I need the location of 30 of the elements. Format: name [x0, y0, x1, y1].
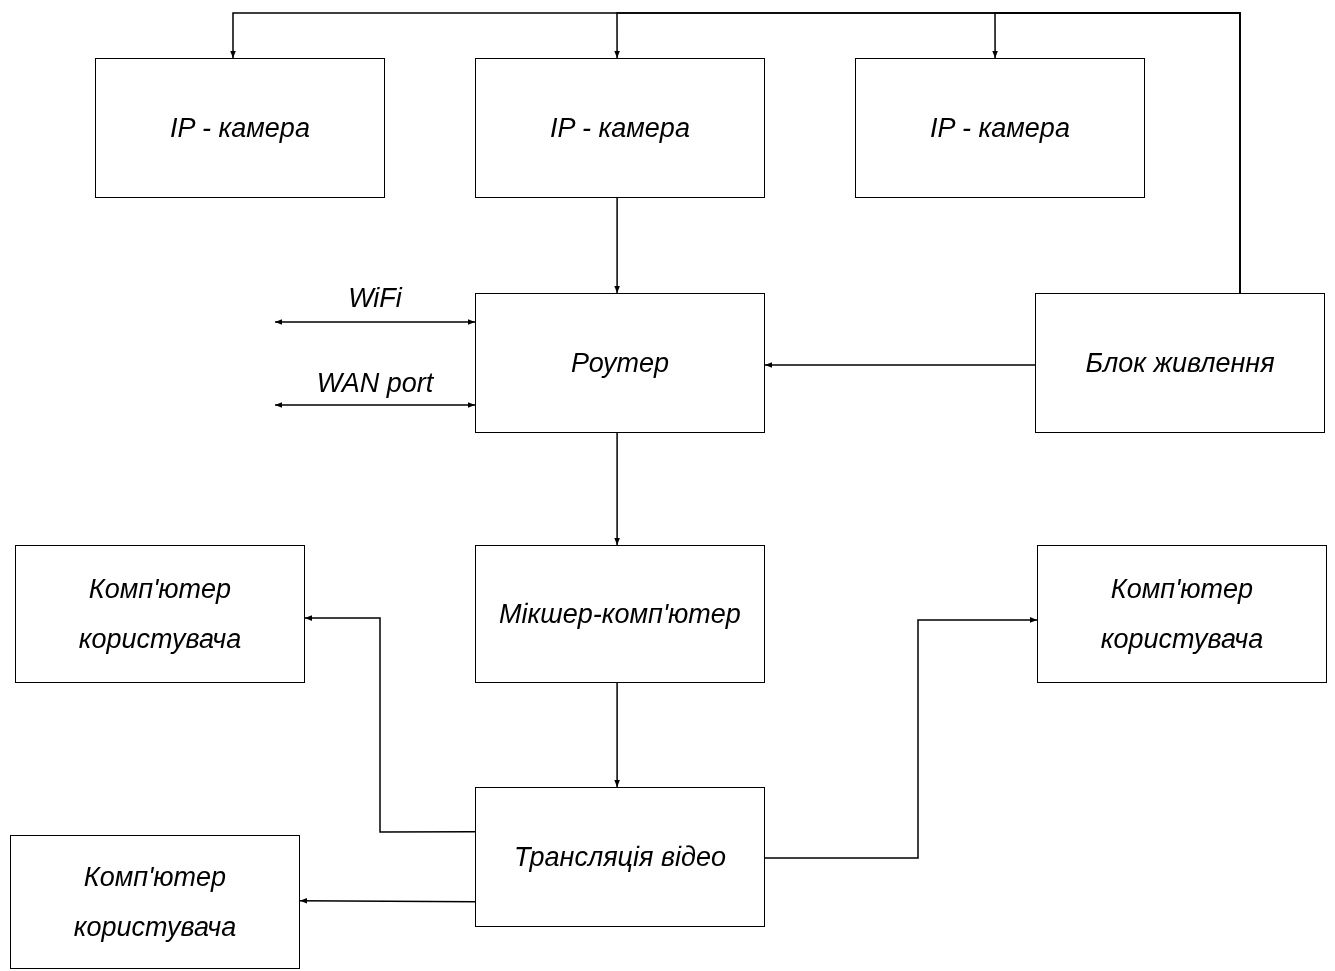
arrow [764, 362, 1036, 368]
node-label: Мікшер-комп'ютер [499, 598, 741, 631]
arrow [614, 197, 620, 294]
process-box [475, 58, 765, 198]
arrow [614, 682, 620, 788]
node-label: IP - камера [170, 112, 310, 145]
node-label: IP - камера [930, 112, 1070, 145]
process-box [10, 835, 300, 969]
node-label: Блок живлення [1085, 347, 1275, 380]
arrow [614, 432, 620, 546]
process-box [855, 58, 1145, 198]
node-label: Комп'ютер користувача [1099, 573, 1265, 656]
node-label: Трансляція відео [513, 841, 726, 874]
process-box [1035, 293, 1325, 433]
arrow [274, 402, 476, 408]
arrow [299, 897, 476, 904]
process-box [15, 545, 305, 683]
process-box [475, 545, 765, 683]
arrow [764, 617, 1038, 859]
process-box [475, 787, 765, 927]
process-box [475, 293, 765, 433]
process-box [95, 58, 385, 198]
arrow [274, 319, 476, 325]
node-label: Комп'ютер користувача [77, 573, 243, 656]
arrow [992, 12, 1241, 294]
process-box [1037, 545, 1327, 683]
node-label: Роутер [571, 347, 669, 380]
arrow [304, 615, 476, 833]
node-label: IP - камера [550, 112, 690, 145]
node-label: Комп'ютер користувача [72, 861, 238, 944]
